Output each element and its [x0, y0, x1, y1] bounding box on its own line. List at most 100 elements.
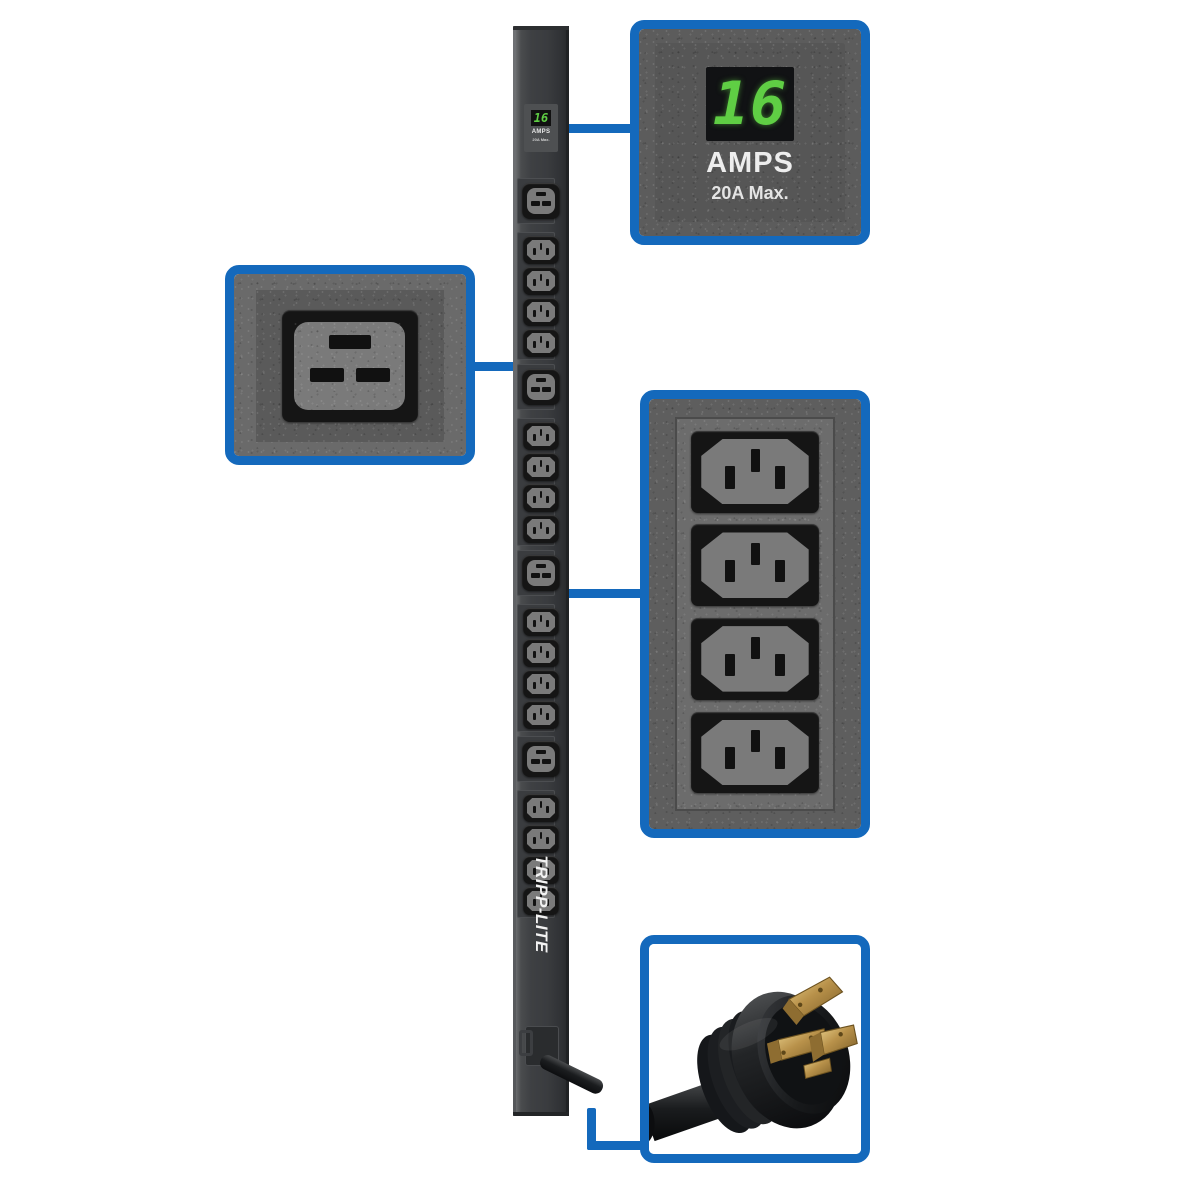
c19-slot-bottom-left	[530, 759, 540, 764]
leader-line-plug-horizontal	[587, 1141, 657, 1150]
c13-slot-left	[724, 653, 735, 676]
c13-outlet-face	[526, 704, 556, 726]
c19-slot-bottom-left	[310, 367, 345, 382]
pdu-c13-outlet	[523, 608, 559, 636]
c13-slot-left	[533, 341, 536, 349]
pdu-c13-outlet	[523, 856, 559, 884]
pdu-ammeter-unit-label: AMPS	[531, 129, 551, 135]
c13-slot-left	[533, 248, 536, 256]
c13-slot-top	[539, 831, 543, 839]
c13-outlet-bank-panel	[675, 417, 835, 811]
c19-slot-bottom-right	[542, 387, 552, 392]
c13-slot-left	[533, 434, 536, 442]
c13-slot-top	[539, 676, 543, 684]
c13-outlet-face	[701, 626, 809, 692]
c19-outlet-magnified	[282, 309, 418, 423]
c13-slot-top	[539, 645, 543, 653]
pdu-left-edge-highlight	[513, 26, 516, 1116]
c13-outlet-magnified	[691, 617, 819, 700]
c13-outlet-face	[701, 719, 809, 786]
pdu-c13-outlet	[523, 422, 559, 450]
c13-slot-right	[775, 466, 786, 489]
c13-slot-right	[546, 496, 549, 504]
pdu-c13-outlet	[523, 794, 559, 822]
c19-slot-top	[535, 378, 547, 383]
c13-outlet-face	[526, 425, 556, 447]
c13-outlet-face	[701, 532, 809, 598]
c13-slot-right	[546, 279, 549, 287]
c13-outlet-face	[526, 673, 556, 695]
c13-slot-right	[546, 682, 549, 690]
pdu-c13-outlet	[523, 639, 559, 667]
pdu-c13-outlet	[523, 236, 559, 264]
c13-outlet-face	[526, 642, 556, 664]
c13-slot-left	[533, 279, 536, 287]
leader-line-plug-vertical	[587, 1108, 596, 1150]
c19-slot-bottom-right	[542, 573, 552, 578]
c13-slot-top	[539, 707, 543, 715]
c13-outlet-face	[526, 239, 556, 261]
pdu-bottom-end-cap	[513, 1112, 569, 1116]
c19-outlet-face	[526, 746, 556, 772]
c19-slot-bottom-right	[355, 367, 390, 382]
c13-slot-left	[724, 747, 735, 770]
c13-slot-top	[750, 542, 761, 566]
pdu-c13-outlet	[523, 453, 559, 481]
c13-outlet-face	[526, 611, 556, 633]
callout-c13-outlet-bank	[640, 390, 870, 838]
ammeter-digits: 16	[712, 69, 788, 139]
c13-outlet-face	[526, 828, 556, 850]
twist-lock-plug-illustration	[649, 976, 858, 1142]
c13-slot-right	[546, 806, 549, 814]
callout-plug-backing	[649, 944, 861, 1154]
c13-slot-right	[775, 747, 786, 770]
callout-ammeter-backing: 16 AMPS 20A Max.	[639, 29, 861, 236]
leader-line-c19	[466, 362, 558, 371]
pdu-top-end-cap	[513, 26, 569, 30]
c13-slot-left	[533, 868, 536, 876]
callout-ammeter: 16 AMPS 20A Max.	[630, 20, 870, 245]
c13-outlet-face	[526, 332, 556, 354]
c19-slot-top	[535, 192, 547, 197]
c13-slot-left	[533, 682, 536, 690]
c13-slot-right	[546, 465, 549, 473]
pdu-c13-outlet	[523, 515, 559, 543]
pdu-c13-outlet	[523, 484, 559, 512]
c13-slot-top	[539, 459, 543, 467]
pdu-c13-outlet	[523, 670, 559, 698]
c13-outlet-face	[526, 487, 556, 509]
c13-slot-top	[750, 730, 761, 753]
pdu-ammeter-digits: 16	[533, 111, 549, 125]
c13-slot-top	[539, 490, 543, 498]
c13-slot-right	[546, 527, 549, 535]
c19-outlet-face	[526, 374, 556, 400]
pdu-strip: 16 AMPS 20A Max.	[513, 26, 606, 1116]
c13-slot-top	[539, 242, 543, 250]
pdu-c13-outlet	[523, 267, 559, 295]
pdu-c13-outlet	[523, 825, 559, 853]
c13-slot-right	[546, 310, 549, 318]
c13-slot-top	[539, 521, 543, 529]
c13-slot-top	[539, 893, 543, 901]
c13-slot-right	[546, 651, 549, 659]
c13-outlet-face	[526, 270, 556, 292]
c13-outlet-face	[526, 456, 556, 478]
c13-slot-right	[546, 868, 549, 876]
c13-slot-right	[546, 620, 549, 628]
c13-slot-right	[775, 559, 786, 583]
c13-slot-top	[750, 636, 761, 659]
c13-slot-right	[546, 248, 549, 256]
c13-slot-left	[533, 899, 536, 907]
c19-outlet-face	[526, 188, 556, 214]
pdu-right-edge-shadow	[566, 26, 569, 1116]
c13-slot-left	[724, 559, 735, 583]
c13-slot-left	[533, 713, 536, 721]
c19-slot-bottom-left	[530, 201, 540, 206]
c13-slot-left	[533, 465, 536, 473]
c19-slot-bottom-left	[530, 387, 540, 392]
tripp-lite-logo: TRIPP-LITE	[532, 855, 551, 953]
c13-slot-right	[546, 899, 549, 907]
c19-slot-top	[535, 564, 547, 569]
c13-slot-top	[539, 614, 543, 622]
